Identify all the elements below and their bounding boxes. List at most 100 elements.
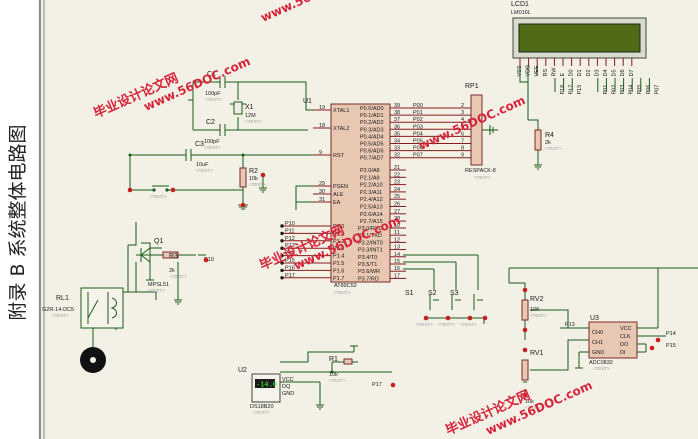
lcd-pin-label: RW [551,67,557,77]
u1-p2-pin-label: P2.5/A13 [360,205,383,211]
u1-p0-pin-number: 34 [394,139,400,145]
u2-pin-gnd: GND [282,391,294,397]
x1-ref: X1 [245,104,254,111]
lcd-net-label: P16 [560,85,566,95]
u1-p2-pin-label: P2.6/A14 [360,212,383,218]
u1-p1-pin-label: P1.5 [333,261,344,267]
junction-dot [522,392,528,398]
u1-p2-pin-number: 27 [394,209,400,215]
rp1-pin-number: 8 [461,146,464,152]
lcd-net-label: P05 [637,85,643,95]
c1-text: <TEXT> [205,97,222,102]
lcd-net-label: P15 [577,85,583,95]
lcd-pin-label: VDD [526,65,532,77]
c3-ref: C3 [195,141,204,148]
u3-pin-do: DO [620,342,629,348]
u1-p0-pin-label: P0.5/AD5 [360,142,384,148]
u1-p3-pin-number: 14 [394,252,400,258]
junction-dot [203,257,209,263]
u3-pin-clk: CLK [620,334,631,340]
u1-p0-pin-number: 37 [394,117,400,123]
u1-p2-pin-number: 24 [394,187,400,193]
u1-p0-net-label: P05 [413,139,423,145]
u1-left-pin-number: 29 [319,181,325,187]
u2-pin-vcc: VCC [282,377,294,383]
u1-p1-pin-label: P1.1 [333,231,344,237]
junction-dot [423,315,429,321]
u1-p2-pin-label: P2.0/A8 [360,168,380,174]
oscillator-section: C1 100pF <TEXT> X1 12M <TEXT> C2 100pF <… [188,71,313,150]
u1-body [330,103,391,283]
u3-pin-vcc: VCC [620,326,632,332]
junction-dot [522,347,528,353]
u1-p3-pin-label: P3.2/INT0 [358,240,383,246]
u3-text: <TEXT> [593,366,610,371]
lcd-pin-label: D2 [586,69,592,76]
u1-p3-pin-number: 17 [394,273,400,279]
lcd-pin-label: D6 [620,69,626,76]
r1-text: <TEXT> [329,378,346,383]
lcd-net-label: P04 [629,85,635,95]
rp1-part: RESPACK-8 [465,168,496,174]
rp1-ref: RP1 [465,83,479,90]
r3-text: <TEXT> [170,274,187,279]
lcd-net-label: P07 [654,85,660,95]
u1-p1-terminal [280,253,284,258]
u1-p1-net-label: P16 [285,265,295,271]
lcd-net-label: P01 [603,85,609,95]
u1-p0-net-label: P07 [413,153,423,159]
u1-p0-net-label: P06 [413,146,423,152]
rv1-value: 10k [525,399,534,405]
q1-part: MPSL51 [148,282,169,288]
lcd-pin-label: D1 [577,69,583,76]
temp-sensor-u2: U2 -14.0 VCC DQ GND DS18B20 <TEXT> R1 10… [238,345,392,415]
u1-p3-pin-number: 10 [394,223,400,229]
u1-p0-net-label: P02 [413,117,423,123]
u1-left-pin-number: 9 [319,150,322,156]
x1-text: <TEXT> [245,119,262,124]
s1-ref: S1 [405,290,414,297]
u2-text: <TEXT> [253,410,270,415]
rp1-pin-number: 7 [461,139,464,145]
lcd-pin-label: D5 [612,69,618,76]
reset-sw-text: <TEXT> [150,194,167,199]
junction-dot [655,337,661,343]
lcd-pin-label: D7 [629,69,635,76]
r2-value: 10k [249,176,258,182]
junction-dot [482,315,488,321]
rv2-text: <TEXT> [530,313,547,318]
r3-ref: R3 [169,253,178,260]
r1-value: 10k [329,372,338,378]
u1-p0-net-label: P03 [413,124,423,130]
u1-p0-net-label: P01 [413,110,423,116]
u1-p1-net-label: P13 [285,243,295,249]
u3-net-p15: P15 [666,343,676,349]
lcd-pin-label: D3 [594,69,600,76]
u3-net-p14: P14 [666,331,676,337]
u1-p0-pin-label: P0.1/AD1 [360,113,384,119]
junction-dot [260,172,266,178]
u3-pin-ch0: CH0 [592,330,603,336]
s3-text: <TEXT> [460,322,477,327]
r4-ref: R4 [545,132,554,139]
relay-section: Q1 MPSL51 <TEXT> R3 2k <TEXT> P10 RL1 G2… [42,222,214,373]
u1-p0-pin-label: P0.2/AD2 [360,120,384,126]
u1-left-pin-number: 18 [319,123,325,129]
rv2-value: 10K [530,307,540,313]
s2-ref: S2 [428,290,437,297]
lcd-part: LM016L [511,10,531,16]
reset-section: C3 10uF <TEXT> R2 10k <TEXT> <TEXT> [128,141,313,210]
q1-ref: Q1 [154,238,163,245]
u1-p1-net-label: P15 [285,258,295,264]
u1-p3-pin-number: 13 [394,245,400,251]
rp1-pin-number: 4 [461,117,464,123]
u1-p2-pin-label: P2.3/A11 [360,190,382,196]
u1-p2-pin-number: 25 [394,194,400,200]
u1-p0-pin-number: 39 [394,103,400,109]
r2-text: <TEXT> [249,182,266,187]
u1-left-pin-label: XTAL2 [333,126,349,132]
rp1-text: <TEXT> [474,175,491,180]
